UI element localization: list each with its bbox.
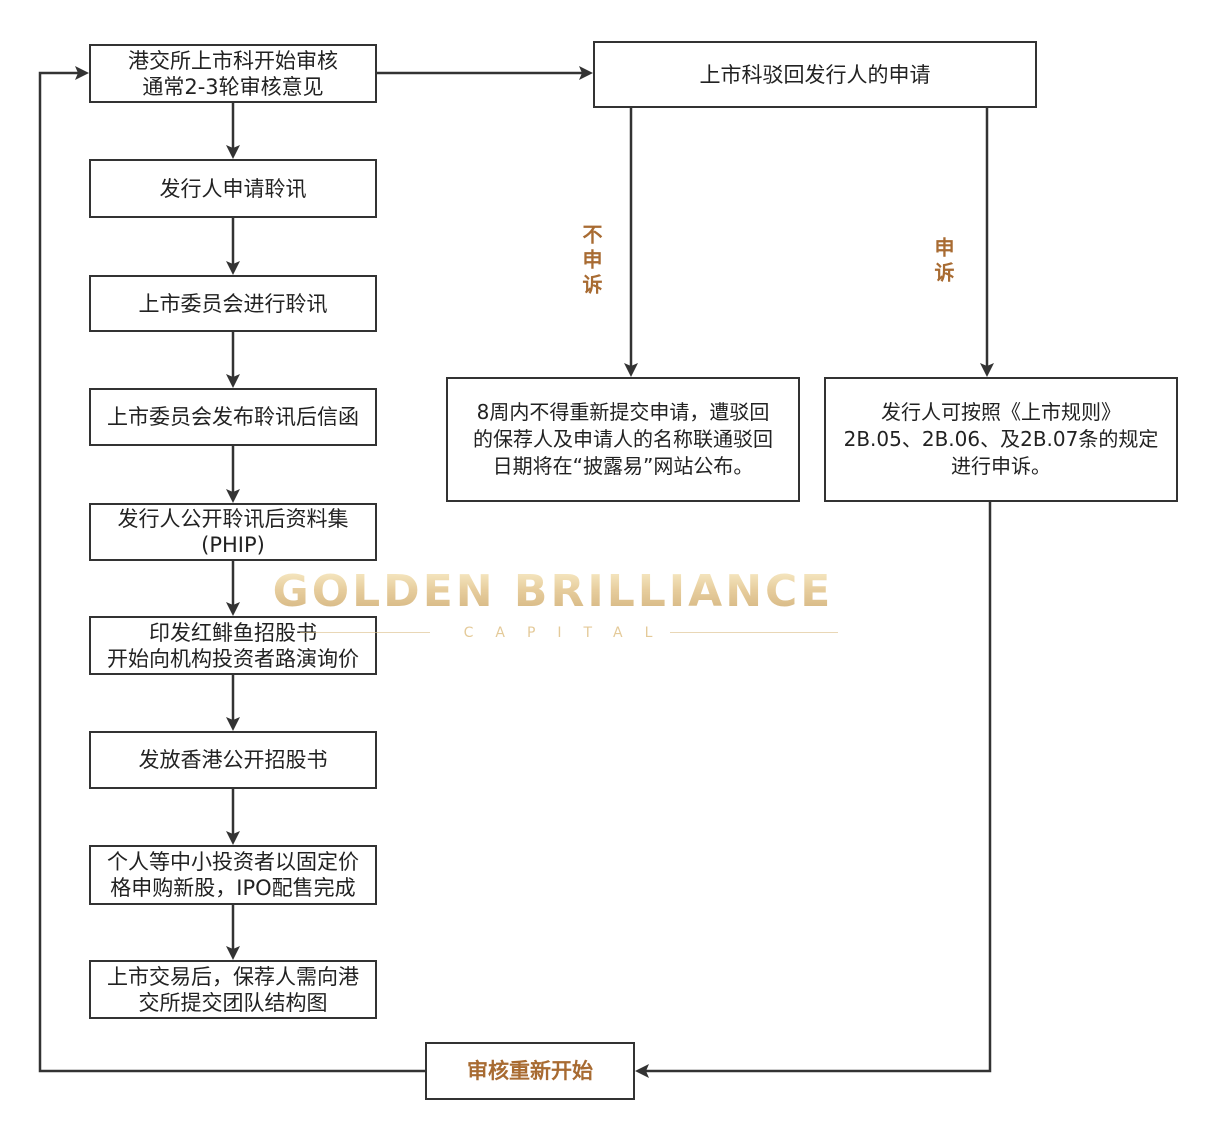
- step-text-line: 个人等中小投资者以固定价: [107, 850, 359, 874]
- step-text-line: (PHIP): [201, 533, 265, 557]
- outcome-text-line: 8周内不得重新提交申请，遭驳回: [476, 400, 770, 424]
- step-text-line: 发放香港公开招股书: [138, 748, 328, 772]
- outcome-text-line: 日期将在“披露易”网站公布。: [492, 454, 754, 478]
- step-text-line: 交所提交团队结构图: [138, 990, 328, 1015]
- step-hearing-application: 发行人申请聆讯: [89, 159, 377, 218]
- rejection-box: 上市科驳回发行人的申请: [593, 41, 1037, 108]
- step-post-listing-team-chart: 上市交易后，保荐人需向港 交所提交团队结构图: [89, 960, 377, 1019]
- step-red-herring-prospectus: 印发红鲱鱼招股书 开始向机构投资者路演询价: [89, 616, 377, 675]
- outcome-text-line: 的保荐人及申请人的名称联通驳回: [473, 427, 773, 451]
- outcome-text-line: 发行人可按照《上市规则》: [881, 400, 1121, 424]
- step-text-line: 印发红鲱鱼招股书: [149, 620, 317, 645]
- step-hkex-review-start: 港交所上市科开始审核 通常2-3轮审核意见: [89, 44, 377, 103]
- outcome-text-line: 2B.05、2B.06、及2B.07条的规定: [843, 427, 1159, 451]
- step-text-line: 通常2-3轮审核意见: [142, 74, 324, 99]
- step-text-line: 发行人公开聆讯后资料集: [117, 507, 349, 531]
- branch-label-no-appeal: 不申诉: [579, 224, 603, 299]
- step-text-line: 港交所上市科开始审核: [128, 48, 338, 73]
- restart-review-label: 审核重新开始: [467, 1059, 593, 1083]
- step-text-line: 格申购新股，IPO配售完成: [110, 876, 356, 900]
- step-post-hearing-letter: 上市委员会发布聆讯后信函: [89, 388, 377, 446]
- step-listing-committee-hearing: 上市委员会进行聆讯: [89, 275, 377, 332]
- branch-label-appeal: 申诉: [931, 237, 955, 287]
- arrow-appeal-to-restart: [635, 502, 992, 1078]
- outcome-text-line: 进行申诉。: [951, 454, 1051, 478]
- appeal-outcome-box: 发行人可按照《上市规则》 2B.05、2B.06、及2B.07条的规定 进行申诉…: [824, 377, 1178, 502]
- step-text-line: 上市委员会进行聆讯: [138, 291, 328, 316]
- step-hk-public-prospectus: 发放香港公开招股书: [89, 731, 377, 789]
- rejection-title: 上市科驳回发行人的申请: [699, 62, 931, 87]
- step-text-line: 上市委员会发布聆讯后信函: [107, 405, 359, 429]
- step-retail-subscription: 个人等中小投资者以固定价 格申购新股，IPO配售完成: [89, 845, 377, 905]
- arrow-restart-loop-to-review: [38, 66, 425, 1073]
- restart-review-box: 审核重新开始: [425, 1042, 635, 1100]
- step-text-line: 开始向机构投资者路演询价: [107, 646, 359, 671]
- step-phip-publication: 发行人公开聆讯后资料集 (PHIP): [89, 503, 377, 561]
- no-appeal-outcome-box: 8周内不得重新提交申请，遭驳回 的保荐人及申请人的名称联通驳回 日期将在“披露易…: [446, 377, 800, 502]
- step-text-line: 发行人申请聆讯: [159, 176, 307, 201]
- step-text-line: 上市交易后，保荐人需向港: [107, 964, 359, 989]
